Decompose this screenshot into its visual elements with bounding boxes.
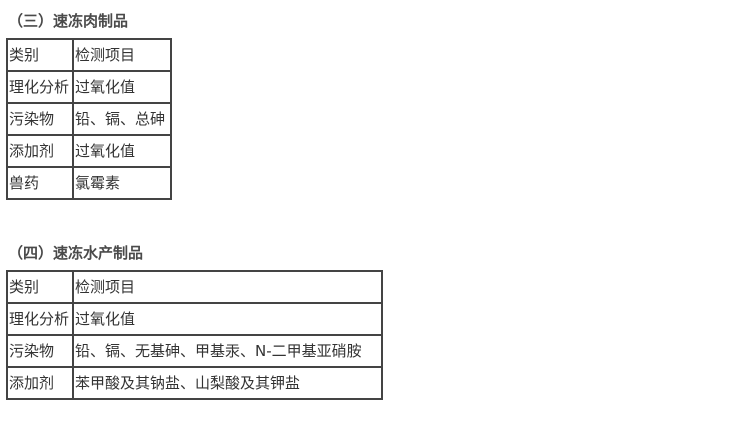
- section-title-frozen-aquatic: （四）速冻水产制品: [8, 244, 144, 262]
- frozen-meat-inspection-table: 类别 检测项目 理化分析 过氧化值 污染物 铅、镉、总砷 添加剂 过氧化值 兽药…: [6, 38, 172, 200]
- table-cell-item: 氯霉素: [72, 166, 172, 200]
- table-cell-item: 铅、镉、无基砷、甲基汞、N-二甲基亚硝胺: [72, 334, 383, 368]
- table-cell-category: 添加剂: [6, 134, 74, 168]
- table-row: 理化分析 过氧化值: [6, 302, 383, 336]
- table-cell-category-header: 类别: [6, 270, 74, 304]
- table-header-row: 类别 检测项目: [6, 270, 383, 304]
- table-cell-category: 添加剂: [6, 366, 74, 400]
- table-cell-category: 理化分析: [6, 302, 74, 336]
- table-row: 添加剂 苯甲酸及其钠盐、山梨酸及其钾盐: [6, 366, 383, 400]
- table-row: 污染物 铅、镉、无基砷、甲基汞、N-二甲基亚硝胺: [6, 334, 383, 368]
- table-cell-category: 理化分析: [6, 70, 74, 104]
- section-title-frozen-meat: （三）速冻肉制品: [8, 12, 129, 30]
- table-cell-category: 兽药: [6, 166, 74, 200]
- table-row: 污染物 铅、镉、总砷: [6, 102, 172, 136]
- table-cell-item-header: 检测项目: [72, 38, 172, 72]
- table-cell-item: 过氧化值: [72, 302, 383, 336]
- table-cell-category-header: 类别: [6, 38, 74, 72]
- table-cell-item: 苯甲酸及其钠盐、山梨酸及其钾盐: [72, 366, 383, 400]
- table-row: 理化分析 过氧化值: [6, 70, 172, 104]
- table-cell-category: 污染物: [6, 334, 74, 368]
- table-cell-category: 污染物: [6, 102, 74, 136]
- table-cell-item: 铅、镉、总砷: [72, 102, 172, 136]
- table-cell-item: 过氧化值: [72, 134, 172, 168]
- table-row: 兽药 氯霉素: [6, 166, 172, 200]
- table-cell-item-header: 检测项目: [72, 270, 383, 304]
- frozen-aquatic-inspection-table: 类别 检测项目 理化分析 过氧化值 污染物 铅、镉、无基砷、甲基汞、N-二甲基亚…: [6, 270, 383, 400]
- table-header-row: 类别 检测项目: [6, 38, 172, 72]
- table-row: 添加剂 过氧化值: [6, 134, 172, 168]
- table-cell-item: 过氧化值: [72, 70, 172, 104]
